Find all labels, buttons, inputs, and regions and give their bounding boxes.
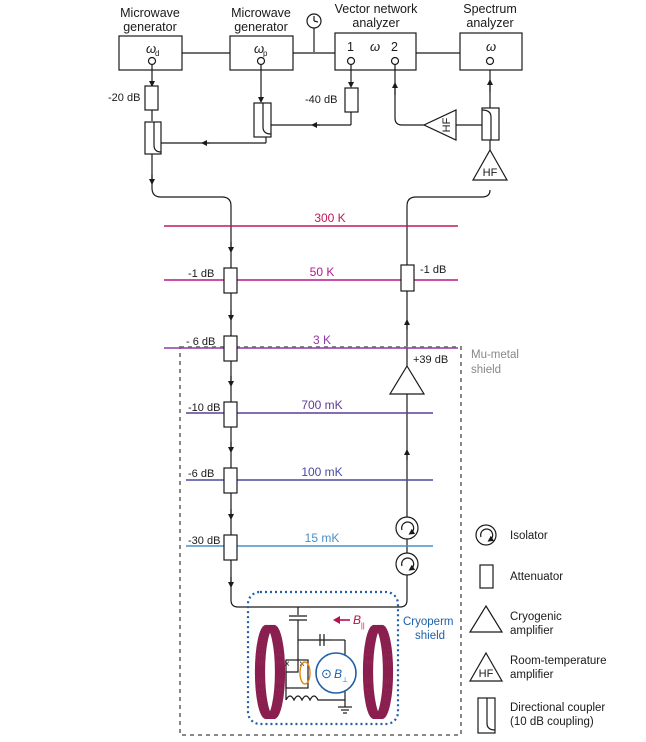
pump-directional-coupler (253, 102, 272, 138)
legend-coupler-2: (10 dB coupling) (510, 716, 594, 728)
drive-directional-coupler (144, 121, 162, 155)
stage-label: 3 K (313, 333, 331, 347)
mw-pump-symbol: ω (254, 41, 264, 56)
input-attenuator-label: - 6 dB (186, 336, 215, 348)
sa-directional-coupler (481, 107, 500, 141)
spectrum-analyzer: Spectrum analyzer ω (459, 2, 523, 71)
vna-port2-label: 2 (391, 40, 398, 54)
b-perp-label: B (334, 667, 342, 681)
cryogenic-amplifier (388, 364, 426, 395)
vna-port2 (390, 56, 400, 66)
mw-pump-title-1: Microwave (231, 6, 291, 20)
rt-amp-h-label: HF (441, 117, 453, 132)
b-par-sub: || (361, 623, 365, 630)
cryoperm-shield (246, 590, 400, 726)
legend-rt-amp-hf: HF (479, 668, 494, 680)
sa-title-1: Spectrum (463, 2, 517, 16)
mw-pump-generator: Microwave generator ω p (229, 6, 294, 71)
b-perp-sub: ⊥ (342, 677, 348, 684)
legend-cryo-amp-icon (468, 604, 504, 633)
mw-drive-port (147, 56, 157, 66)
cryoperm-label-2: shield (415, 630, 445, 642)
mw-drive-symbol: ω (146, 41, 156, 56)
mw-pump-sub: p (263, 49, 268, 58)
coupling-capacitor (289, 615, 307, 640)
junction-1-icon: × (284, 659, 290, 670)
legend-rt-amp-2: amplifier (510, 669, 554, 681)
temperature-stages: 300 K 50 K 3 K 700 mK 100 mK 15 mK (164, 211, 458, 547)
b-par-label: B (353, 613, 361, 627)
b-dot-icon: ⊙ (321, 666, 332, 681)
cryo-amp-gain: +39 dB (413, 354, 448, 366)
legend-attenuator: Attenuator (510, 571, 563, 583)
legend-cryo-amp-2: amplifier (510, 625, 554, 637)
output-attenuator-label: -1 dB (420, 264, 446, 276)
input-attenuator (223, 335, 238, 362)
drive-attenuator-label: -20 dB (108, 92, 140, 104)
vna-attenuator (344, 87, 359, 113)
mw-pump-title-2: generator (234, 20, 288, 34)
b-perp-indicator: ⊙ B ⊥ (315, 652, 357, 694)
rt-amplifier-vertical: HF (471, 148, 509, 181)
input-attenuators: -1 dB - 6 dB -10 dB -6 dB -30 dB (186, 242, 238, 588)
rt-amplifier-horizontal: HF (422, 109, 457, 141)
legend-coupler-1: Directional coupler (510, 702, 605, 714)
vna-port1 (346, 56, 356, 66)
legend-rt-amp-1: Room-temperature (510, 655, 607, 667)
mu-metal-label-1: Mu-metal (471, 349, 519, 361)
legend-isolator: Isolator (510, 530, 548, 542)
vna-symbol: ω (370, 39, 380, 54)
input-attenuator-label: -6 dB (188, 468, 214, 480)
input-attenuator-label: -10 dB (188, 402, 220, 414)
input-attenuator (223, 401, 238, 428)
cryoperm-label-1: Cryoperm (403, 616, 453, 628)
input-attenuator (223, 267, 238, 294)
legend-attenuator-icon (479, 564, 494, 589)
isolator-lower (395, 552, 419, 576)
helmholtz-coils (254, 624, 394, 720)
legend-coupler-icon (477, 697, 496, 734)
drive-attenuator (144, 85, 159, 111)
stage-label: 15 mK (305, 531, 340, 545)
input-attenuator-label: -1 dB (188, 268, 214, 280)
flux-loop (299, 661, 311, 685)
inductor (285, 695, 345, 702)
input-attenuator (223, 534, 238, 561)
legend-isolator-icon (475, 524, 497, 546)
vna-port1-label: 1 (347, 40, 354, 54)
output-attenuator (400, 264, 415, 292)
vna-attenuator-label: -40 dB (305, 94, 337, 106)
vna-title-2: analyzer (352, 16, 399, 30)
vector-network-analyzer: Vector network analyzer 1 ω 2 (334, 2, 418, 71)
sa-port (485, 56, 495, 66)
right-coil (370, 624, 394, 720)
mw-drive-title-1: Microwave (120, 6, 180, 20)
mu-metal-shield (179, 346, 462, 736)
clock-icon (306, 13, 322, 52)
isolator-upper (395, 516, 419, 540)
input-attenuator-label: -30 dB (188, 535, 220, 547)
rt-amp-v-label: HF (483, 167, 498, 179)
legend: Isolator Attenuator Cryogenic amplifier … (468, 524, 607, 734)
stage-label: 300 K (314, 211, 345, 225)
stage-label: 50 K (310, 265, 335, 279)
mw-pump-port (256, 56, 266, 66)
left-coil (262, 624, 286, 720)
mw-drive-sub: d (155, 49, 159, 58)
sa-title-2: analyzer (466, 16, 513, 30)
stage-label: 100 mK (301, 465, 342, 479)
mw-drive-title-2: generator (123, 20, 177, 34)
b-par-indicator: B || (333, 613, 365, 630)
sa-symbol: ω (486, 39, 496, 54)
mw-drive-generator: Microwave generator ω d (118, 6, 183, 71)
stage-label: 700 mK (301, 398, 342, 412)
input-attenuator (223, 467, 238, 494)
legend-cryo-amp-1: Cryogenic (510, 611, 562, 623)
legend-rt-amp-icon: HF (468, 651, 504, 682)
vna-title-1: Vector network (335, 2, 418, 16)
mu-metal-label-2: shield (471, 364, 501, 376)
